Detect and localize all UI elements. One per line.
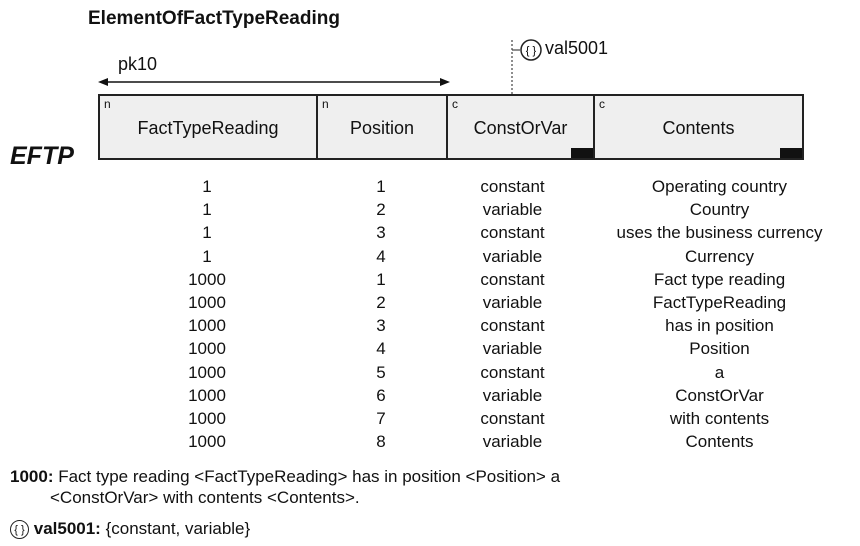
cell-constorvar: constant — [480, 269, 545, 289]
cell-position: 8 — [376, 432, 386, 452]
column-header-position: n Position — [318, 96, 448, 158]
value-note-key: val5001: — [33, 519, 101, 538]
table-title: ElementOfFactTypeReading — [88, 8, 340, 29]
cell-constorvar: constant — [480, 408, 545, 428]
cell-contents: Operating country — [651, 177, 788, 196]
cell-contents: Contents — [685, 432, 754, 452]
cell-contents: Currency — [685, 246, 754, 266]
svg-text:{ }: { } — [526, 45, 537, 57]
column-name: Position — [349, 118, 415, 138]
pk-arrow-right-head — [440, 78, 450, 86]
column-name: FactTypeReading — [137, 118, 279, 138]
cell-facttypereading: 1 — [202, 177, 212, 196]
value-constraint-label: val5001 — [545, 38, 609, 58]
cell-facttypereading: 1 — [202, 246, 212, 266]
table-abbreviation: EFTP — [10, 142, 74, 170]
table-row: 1000 4 variable Position — [98, 337, 860, 360]
column-name: ConstOrVar — [473, 118, 568, 138]
column-type-tag: c — [599, 97, 605, 111]
column-header-contents: c Contents — [595, 96, 802, 158]
cell-position: 4 — [376, 339, 386, 359]
cell-constorvar: constant — [480, 362, 545, 382]
cell-position: 5 — [376, 362, 386, 382]
cell-facttypereading: 1000 — [188, 269, 226, 289]
value-constraint-icon: { } — [10, 520, 29, 540]
table-row: 1 4 variable Currency — [98, 245, 860, 268]
table-row: 1 1 constant Operating country — [98, 175, 860, 198]
value-constraint-icon — [520, 39, 542, 61]
cell-contents: with contents — [669, 408, 770, 428]
cell-constorvar: variable — [482, 200, 543, 220]
cell-facttypereading: 1000 — [188, 408, 226, 428]
column-type-tag: n — [322, 97, 329, 111]
table-row: 1000 5 constant a — [98, 361, 860, 384]
value-marker-icon — [780, 148, 802, 158]
cell-facttypereading: 1000 — [188, 385, 226, 405]
cell-constorvar: constant — [480, 177, 545, 196]
cell-facttypereading: 1000 — [188, 339, 226, 359]
pk-arrow-left-head — [98, 78, 108, 86]
column-type-tag: n — [104, 97, 111, 111]
footnote-line2: <ConstOrVar> with contents <Contents>. — [50, 488, 360, 507]
table-header: n FactTypeReading n Position c ConstOrVa… — [98, 94, 804, 160]
table-row: 1000 1 constant Fact type reading — [98, 268, 860, 291]
table-row: 1 3 constant uses the business currency — [98, 221, 860, 244]
fact-type-footnote: 1000: Fact type reading <FactTypeReading… — [10, 466, 560, 508]
cell-facttypereading: 1 — [202, 200, 212, 220]
table-row: 1000 2 variable FactTypeReading — [98, 291, 860, 314]
cell-contents: Fact type reading — [653, 269, 786, 289]
cell-position: 7 — [376, 408, 386, 428]
cell-contents: FactTypeReading — [652, 292, 787, 312]
cell-position: 6 — [376, 385, 386, 405]
table-row: 1000 7 constant with contents — [98, 407, 860, 430]
table-row: 1000 8 variable Contents — [98, 430, 860, 453]
column-name: Contents — [662, 118, 735, 138]
cell-facttypereading: 1000 — [188, 292, 226, 312]
cell-constorvar: variable — [482, 339, 543, 359]
footnote-key: 1000: — [10, 467, 54, 486]
cell-position: 4 — [376, 246, 386, 266]
column-header-facttypereading: n FactTypeReading — [100, 96, 318, 158]
table-row: 1000 6 variable ConstOrVar — [98, 384, 860, 407]
cell-facttypereading: 1000 — [188, 432, 226, 452]
column-header-constorvar: c ConstOrVar — [448, 96, 595, 158]
cell-facttypereading: 1000 — [188, 362, 226, 382]
cell-position: 2 — [376, 292, 386, 312]
cell-constorvar: variable — [482, 385, 543, 405]
cell-constorvar: constant — [480, 223, 545, 243]
cell-contents: uses the business currency — [616, 223, 823, 243]
cell-position: 1 — [376, 177, 386, 196]
cell-constorvar: variable — [482, 432, 543, 452]
footnote-line1: Fact type reading <FactTypeReading> has … — [58, 467, 561, 486]
pk-label: pk10 — [118, 54, 158, 74]
cell-position: 1 — [376, 269, 386, 289]
cell-position: 3 — [376, 316, 386, 336]
cell-position: 2 — [376, 200, 386, 220]
cell-contents: Country — [689, 200, 750, 220]
column-type-tag: c — [452, 97, 458, 111]
cell-facttypereading: 1000 — [188, 316, 226, 336]
cell-constorvar: constant — [480, 316, 545, 336]
cell-contents: a — [714, 362, 725, 382]
table-row: 1 2 variable Country — [98, 198, 860, 221]
cell-position: 3 — [376, 223, 386, 243]
table-row: 1000 3 constant has in position — [98, 314, 860, 337]
cell-contents: ConstOrVar — [675, 385, 764, 405]
value-note-text: {constant, variable} — [105, 519, 251, 538]
cell-constorvar: variable — [482, 246, 543, 266]
cell-constorvar: variable — [482, 292, 543, 312]
cell-contents: has in position — [665, 316, 774, 336]
cell-contents: Position — [689, 339, 750, 359]
cell-facttypereading: 1 — [202, 223, 212, 243]
value-marker-icon — [571, 148, 593, 158]
value-constraint-note: { } val5001: {constant, variable} — [10, 519, 251, 540]
